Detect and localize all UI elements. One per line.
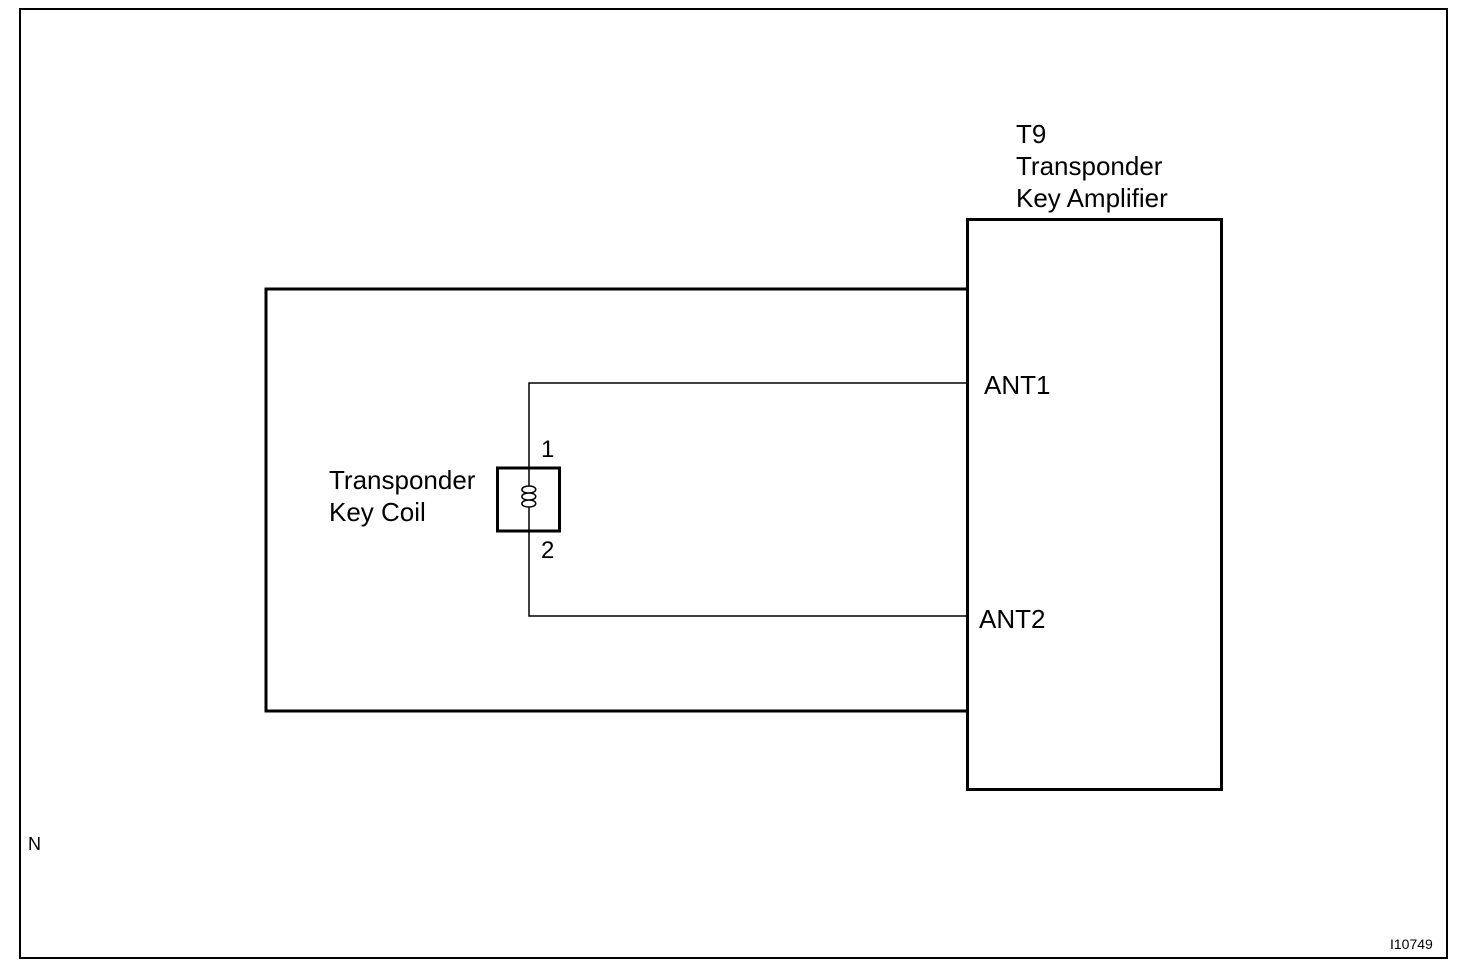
harness-enclosure	[264, 287, 967, 713]
wire-ant2	[528, 531, 967, 617]
wire-ant1	[528, 382, 967, 468]
pin-ant1-label: ANT1	[984, 370, 1051, 400]
drawing-frame	[19, 8, 1448, 959]
amplifier-code: T9	[1016, 119, 1047, 149]
coil-name-line1: Transponder	[329, 465, 476, 495]
corner-mark: N	[28, 834, 41, 854]
coil-pin-1-label: 1	[541, 436, 555, 463]
coil-name-line2: Key Coil	[329, 497, 426, 527]
coil-pin-2-label: 2	[541, 537, 555, 564]
amplifier-name-line1: Transponder	[1016, 151, 1163, 181]
coil-winding-icon	[521, 485, 537, 511]
figure-id: I10749	[1390, 936, 1433, 952]
pin-ant2-label: ANT2	[979, 604, 1046, 634]
amplifier-name-line2: Key Amplifier	[1016, 183, 1168, 213]
amplifier-box	[966, 218, 1223, 791]
